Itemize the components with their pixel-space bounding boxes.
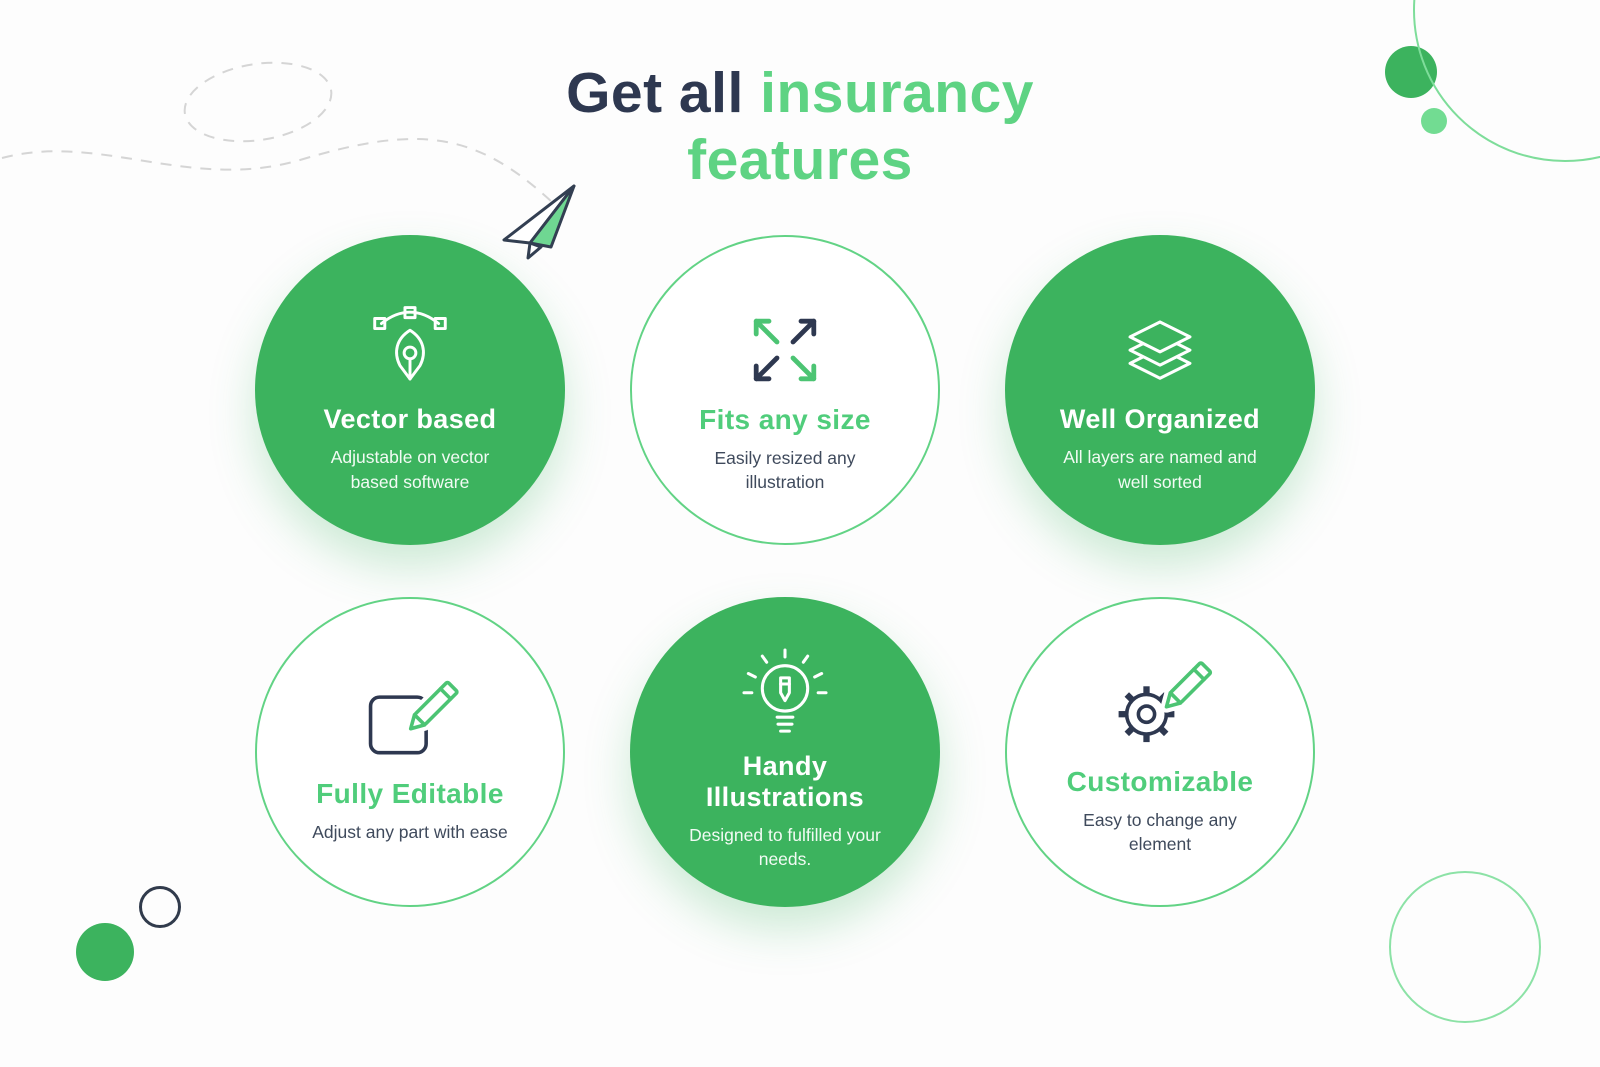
paper-plane-icon [502, 184, 576, 260]
feature-description: Adjust any part with ease [312, 821, 508, 842]
gear-pencil-icon [1105, 648, 1217, 752]
feature-circle-fits-any-size: Fits any size Easily resized any illustr… [630, 235, 940, 545]
feature-description: Adjustable on vector based software [330, 447, 490, 492]
feature-description: All layers are named and well sorted [1063, 447, 1257, 492]
feature-circle-customizable: Customizable Easy to change any element [1005, 597, 1315, 907]
feature-circle-handy-illustrations: Handy Illustrations Designed to fulfille… [630, 597, 940, 907]
feature-title: Fully Editable [316, 777, 504, 809]
pen-tool-icon [368, 286, 452, 390]
title-dark-part: Get all [566, 61, 744, 125]
feature-description: Designed to fulfilled your needs. [689, 824, 881, 870]
edit-square-icon [358, 660, 463, 764]
feature-title: Handy Illustrations [705, 750, 865, 812]
feature-circle-well-organized: Well Organized All layers are named and … [1005, 235, 1315, 545]
feature-title: Customizable [1066, 765, 1254, 797]
resize-arrows-icon [745, 286, 825, 390]
title-green-part: insurancy [760, 61, 1034, 125]
feature-title: Vector based [323, 404, 497, 434]
title-line2: features [687, 128, 913, 193]
feature-description: Easily resized any illustration [714, 447, 856, 493]
feature-description: Easy to change any element [1083, 809, 1237, 855]
lightbulb-pencil-icon [737, 633, 833, 737]
circle-outline-bottom-right [1389, 871, 1541, 1023]
layers-icon [1116, 286, 1204, 390]
feature-circle-fully-editable: Fully Editable Adjust any part with ease [255, 597, 565, 907]
feature-circle-vector-based: Vector based Adjustable on vector based … [255, 235, 565, 545]
green-dot-bottom-left [76, 923, 134, 981]
feature-title: Well Organized [1059, 404, 1261, 434]
circle-outline-bottom-left [139, 886, 181, 928]
page-title: Get all insurancy features [0, 60, 1600, 195]
feature-title: Fits any size [699, 403, 871, 435]
